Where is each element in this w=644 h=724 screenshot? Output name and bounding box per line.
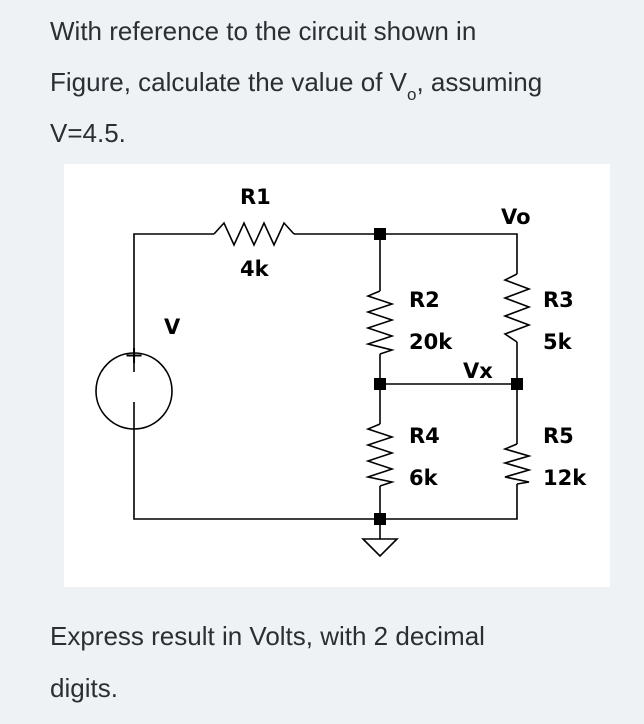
- label-vx: Vx: [463, 359, 493, 383]
- question-text: With reference to the circuit shown in F…: [50, 6, 630, 159]
- question-line-2-prefix: Figure, calculate the value of V: [50, 67, 407, 97]
- resistor-r1: [213, 221, 295, 247]
- node-vx-right: [511, 378, 523, 390]
- wire-source-to-r1: [133, 233, 214, 372]
- node-ground: [374, 513, 386, 525]
- question-line-3: V=4.5.: [50, 118, 126, 148]
- resistor-r4: [364, 423, 396, 487]
- label-r2-value: 20k: [409, 330, 453, 354]
- question-line-2: Figure, calculate the value of Vo, assum…: [50, 57, 630, 108]
- question-line-1: With reference to the circuit shown in: [50, 16, 477, 46]
- resistor-r2: [365, 290, 395, 355]
- label-r3-name: R3: [543, 288, 574, 312]
- circuit-wires: [133, 233, 518, 539]
- resistor-r3: [502, 273, 532, 343]
- label-r5-value: 12k: [543, 466, 587, 490]
- node-vx-left: [374, 378, 386, 390]
- label-v: V: [164, 315, 181, 339]
- circuit-figure: + R1 4k Vo R2 20k R3 5k V Vx R4 6k R5 12…: [64, 164, 610, 587]
- ground-symbol: [361, 538, 399, 558]
- instructions-line-1: Express result in Volts, with 2 decimal: [50, 621, 485, 651]
- circuit-diagram: + R1 4k Vo R2 20k R3 5k V Vx R4 6k R5 12…: [95, 185, 587, 558]
- label-r2-name: R2: [409, 288, 440, 312]
- label-r3-value: 5k: [543, 330, 573, 354]
- wire-bottom-return: [133, 410, 518, 520]
- instructions-line-2: digits.: [50, 673, 118, 703]
- label-r4-value: 6k: [409, 466, 439, 490]
- voltage-source-plus-sign: +: [124, 341, 144, 369]
- label-r1-value: 4k: [240, 257, 270, 281]
- label-r4-name: R4: [409, 424, 440, 448]
- instructions-text: Express result in Volts, with 2 decimal …: [50, 610, 630, 714]
- wire-r1-to-vo: [294, 233, 518, 274]
- label-r1-name: R1: [240, 185, 271, 209]
- question-line-2-suffix: , assuming: [416, 67, 543, 97]
- node-top: [374, 228, 386, 240]
- vo-subscript: o: [406, 85, 417, 105]
- label-r5-name: R5: [543, 424, 574, 448]
- label-vo: Vo: [501, 205, 531, 229]
- resistor-r5: [502, 443, 532, 485]
